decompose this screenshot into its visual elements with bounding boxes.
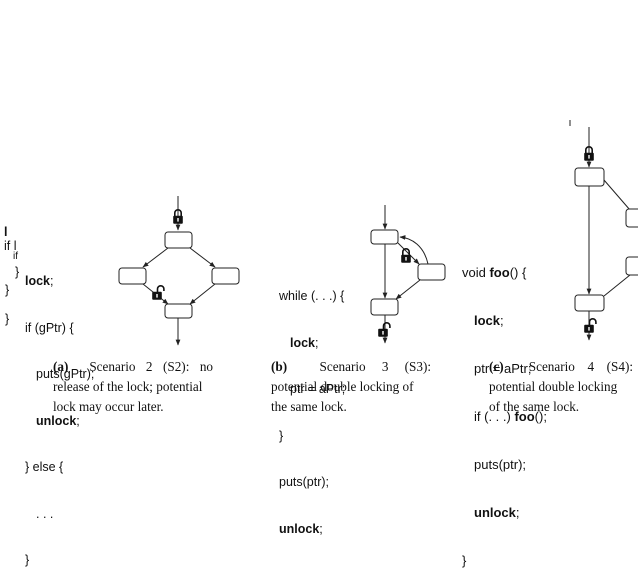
node-a-left [118,267,147,285]
padlock-open-icon [583,317,597,334]
node-b-body [417,263,446,281]
code-line: unlock; [279,521,323,536]
caption-a: (a) Scenario 2 (S2): no release of the l… [53,359,214,414]
code-line: lock; [474,313,504,328]
code-line: ptr = aPtr; [474,361,532,376]
edge-b-back [399,235,429,265]
node-c-right-lower [625,256,638,276]
code-line: while (. . .) { [279,289,345,303]
graph-c [569,120,638,341]
code-line: ptr = aPtr; [290,382,346,396]
node-c-top [574,167,605,187]
caption-tag: (c) [489,359,504,374]
node-c-right-call [625,208,638,228]
edge-c-right-branch [603,179,631,211]
edge-b-body-out [395,279,421,300]
edge-a-left [142,247,169,268]
padlock-open-icon [377,321,391,338]
node-b-after [370,298,399,316]
code-line: unlock; [474,505,520,520]
code-line: void foo() { [462,265,527,280]
panel-a-cropped-code: l if l if [4,225,28,265]
code-line: . . . [36,506,54,521]
cropped-line: l [4,225,8,239]
padlock-open-icon [151,284,165,301]
figure-page: { "panel_a": { "ghost_lines": ["l", "if … [4,120,638,568]
code-line: puts(ptr); [279,475,330,489]
code-line: } [462,553,467,568]
cropped-line: if l [4,239,17,253]
code-line: puts(gPtr); [36,367,95,381]
code-line: } else { [25,460,64,474]
node-a-right [211,267,240,285]
code-line: if (. . .) foo(); [474,409,547,424]
caption-tag: (b) [271,359,288,374]
code-line: lock; [25,274,54,288]
code-line: unlock; [36,413,80,428]
caption-b: (b) Scenario 3 (S3): potential double lo… [271,359,432,414]
code-line: lock; [290,335,319,350]
edge-a-right [189,247,216,268]
code-line: puts(ptr); [474,457,527,472]
graph-a [118,196,240,346]
node-a-top [164,231,193,249]
panel-b-code: while (. . .) { lock; ptr = aPtr; } puts… [279,258,345,553]
stray-brace: } [5,312,10,326]
edge-a-right-join [189,283,216,305]
stray-brace: } [15,265,20,279]
panel-a-code: lock; if (gPtr) { puts(gPtr); unlock; } … [25,243,94,584]
node-c-bottom [574,294,605,312]
graph-b [370,205,446,344]
node-a-bottom [164,303,193,319]
code-line: if (gPtr) { [25,320,74,335]
node-b-loop-head [370,229,399,245]
caption-tag: (a) [53,359,69,374]
caption-c: (c) Scenario 4 (S4): potential double lo… [489,359,633,414]
code-line: } [25,553,30,567]
edge-c-rejoin [603,274,631,297]
stray-brace: } [5,283,10,297]
cropped-line: if [13,251,18,262]
code-line: } [279,428,284,443]
flow-graphs [118,120,638,346]
